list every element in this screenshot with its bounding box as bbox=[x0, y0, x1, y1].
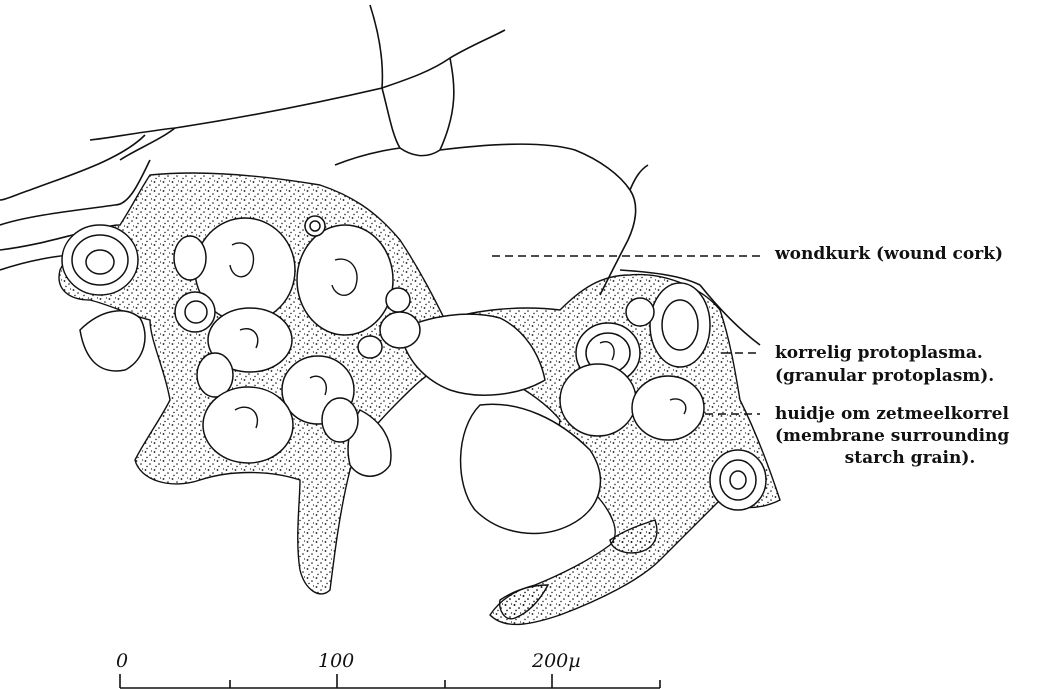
label-membrane-line3: starch grain). bbox=[775, 448, 1045, 468]
label-wound-cork: wondkurk (wound cork) bbox=[775, 244, 1003, 264]
scale-tick-100: 100 bbox=[318, 650, 354, 672]
scale-tick-200: 200µ bbox=[532, 650, 581, 672]
scale-bar bbox=[120, 674, 660, 688]
label-granular-protoplasm-line1: korrelig protoplasma. bbox=[775, 343, 983, 363]
label-membrane-line2: (membrane surrounding bbox=[775, 426, 1009, 446]
scale-tick-0: 0 bbox=[116, 650, 128, 672]
label-granular-protoplasm-line2: (granular protoplasm). bbox=[775, 366, 994, 386]
label-membrane-line1: huidje om zetmeelkorrel bbox=[775, 404, 1009, 424]
